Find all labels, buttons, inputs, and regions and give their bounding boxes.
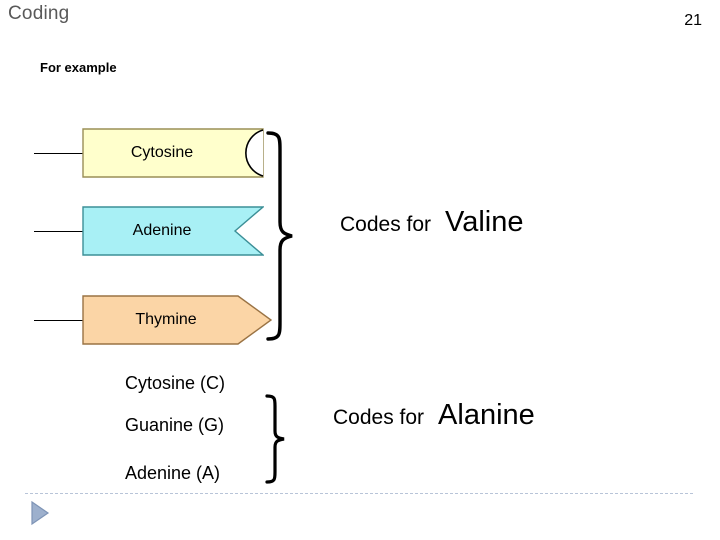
base-shape-thymine: Thymine	[82, 295, 272, 345]
rounded-notch-rectangle-shape	[82, 128, 264, 178]
right-arrow-pentagon-shape	[82, 295, 272, 345]
subheading: For example	[40, 60, 117, 75]
base-shape-adenine: Adenine	[82, 206, 264, 256]
connector-line-cytosine	[34, 153, 83, 154]
codes-for-label-alanine: Codes for	[333, 406, 425, 429]
base-shape-cytosine: Cytosine	[82, 128, 264, 178]
connector-line-adenine	[34, 231, 83, 232]
page-title: Coding	[8, 3, 70, 24]
list-item-cytosine: Cytosine (C)	[125, 373, 226, 393]
curly-brace-icon-top	[262, 130, 308, 342]
connector-line-thymine	[34, 320, 83, 321]
list-item-adenine: Adenine (A)	[125, 463, 221, 483]
amino-acid-valine: Valine	[445, 206, 524, 238]
curly-brace-icon-bottom	[263, 393, 298, 485]
amino-acid-alanine: Alanine	[438, 399, 535, 431]
play-triangle-icon[interactable]	[29, 500, 51, 526]
codes-for-valine-line: Codes for Valine	[340, 206, 524, 239]
page-number: 21	[684, 12, 702, 29]
footer-divider	[25, 493, 693, 494]
ribbon-vnotch-shape	[82, 206, 264, 256]
list-item-guanine: Guanine (G)	[125, 415, 225, 435]
codes-for-alanine-line: Codes for Alanine	[333, 399, 535, 432]
codes-for-label-valine: Codes for	[340, 213, 432, 236]
